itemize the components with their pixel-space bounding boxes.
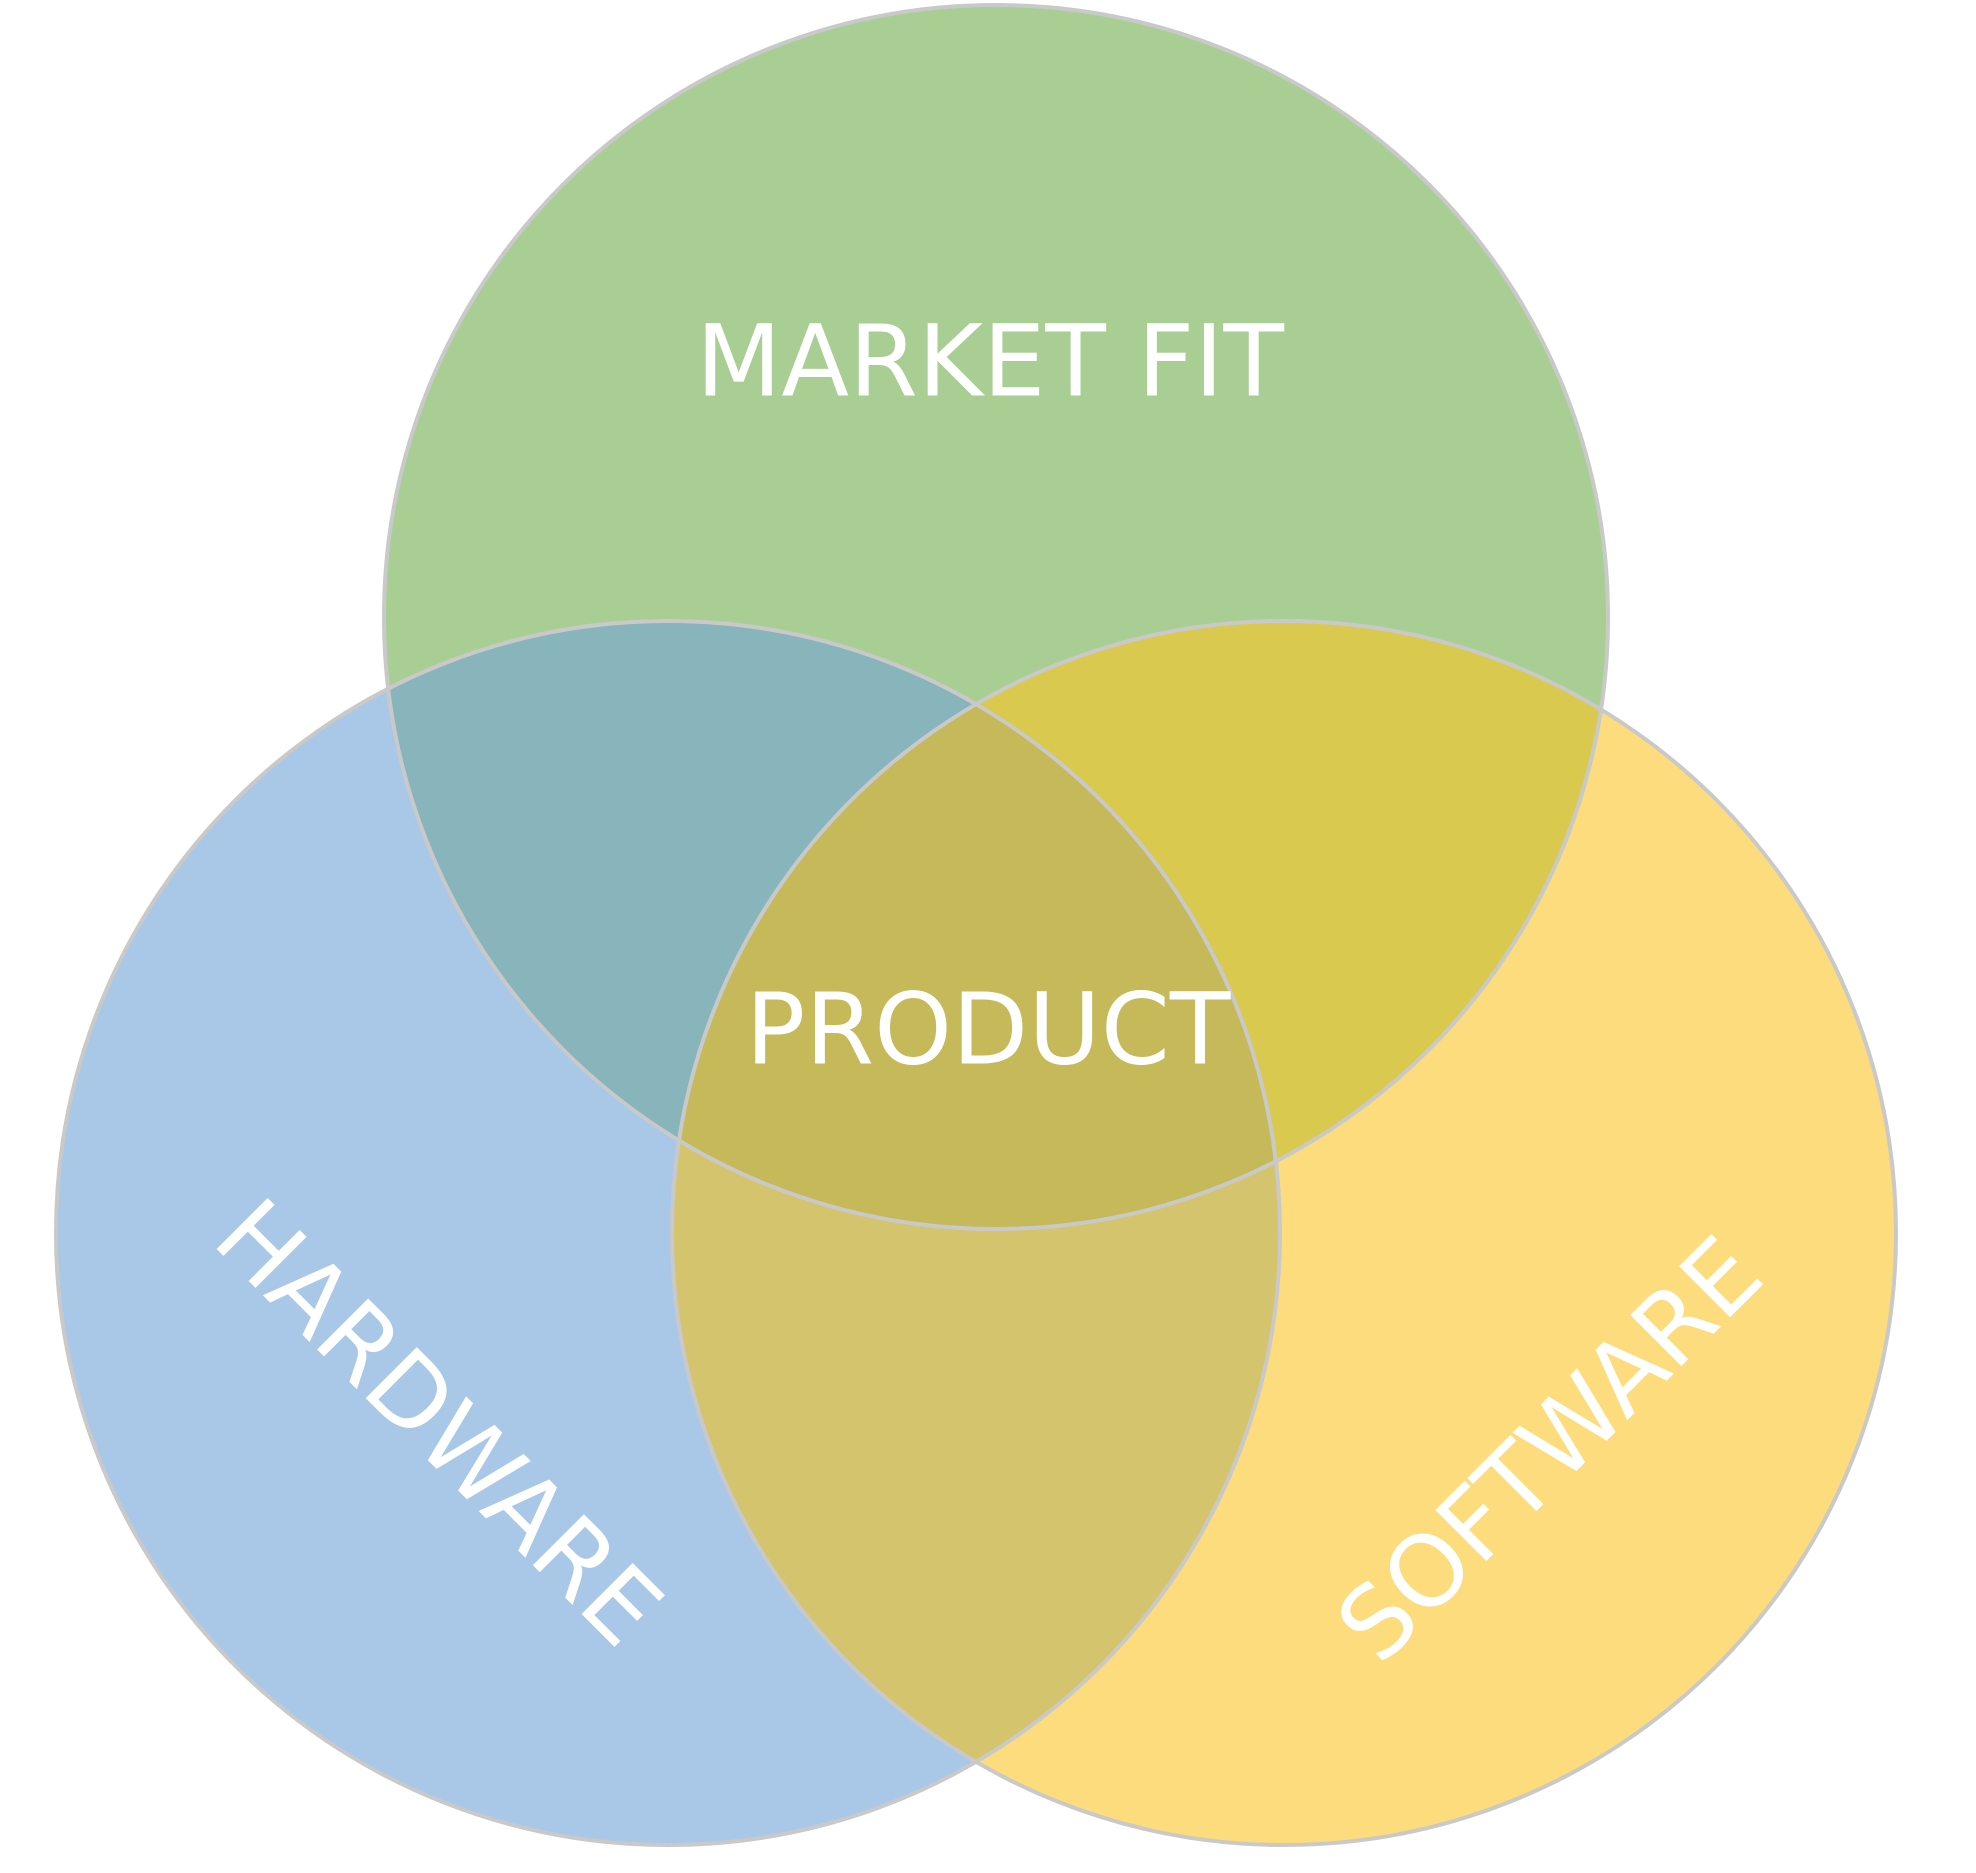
- market-fit-outline: [382, 3, 1610, 1231]
- product-label: PRODUCT: [746, 973, 1231, 1088]
- market-fit-label: MARKET FIT: [696, 305, 1284, 420]
- software-outline: [670, 619, 1898, 1847]
- hardware-outline: [54, 619, 1282, 1847]
- product-overlap: [672, 621, 1280, 1229]
